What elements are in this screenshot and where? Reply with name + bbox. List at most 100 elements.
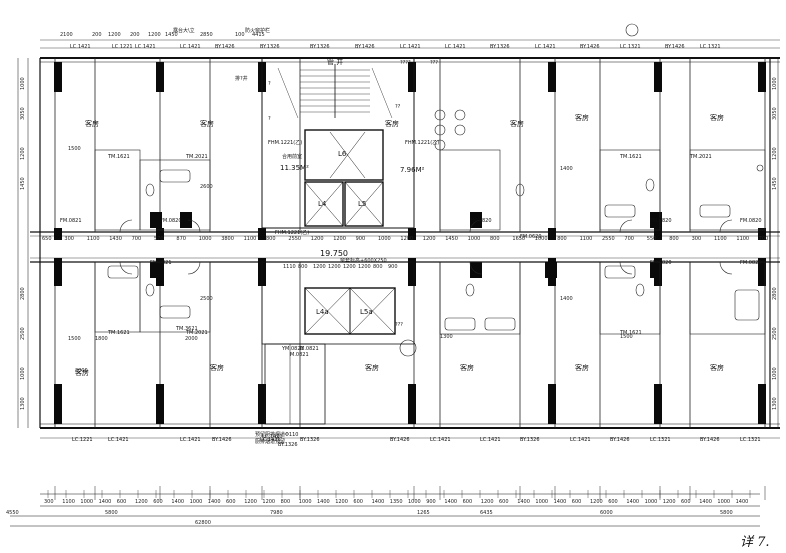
corridor-dimension: 1100 xyxy=(244,236,257,242)
elevator-l5a-label: L5a xyxy=(360,308,373,316)
room-label-guest: 客房 xyxy=(510,119,524,128)
bottom-dimension: 1400 xyxy=(699,499,712,505)
corridor-dimension: 2550 xyxy=(602,236,615,242)
corridor-dimension: 300 xyxy=(692,236,702,242)
top-dimension: 2100 xyxy=(60,32,73,38)
window-tag-top: LC.1421 xyxy=(135,44,156,50)
bottom-dimension: 600 xyxy=(463,499,473,505)
room-label-guest: 客房 xyxy=(365,363,379,372)
vertical-dimension-right: 2500 xyxy=(772,327,778,340)
vertical-dimension-right: 1450 xyxy=(772,177,778,190)
corridor-dimension: 2550 xyxy=(288,236,301,242)
fire-door-tag: FHM.1221(乙) xyxy=(268,139,302,146)
corridor-dimension: 800 xyxy=(557,236,567,242)
unclear-mark: ? xyxy=(268,116,271,122)
interior-dimension: 1500 xyxy=(620,334,633,340)
window-tag-top: BY.1426 xyxy=(355,44,375,50)
interior-dimension: 2500 xyxy=(200,296,213,302)
corridor-dimension: 1000 xyxy=(378,236,391,242)
bottom-dimension: 600 xyxy=(117,499,127,505)
bottom-dimension: 1400 xyxy=(208,499,221,505)
bottom-dimension: 600 xyxy=(681,499,691,505)
door-tag: FM.0820 xyxy=(740,218,762,224)
bottom-dimension: 600 xyxy=(608,499,618,505)
elevator-l6-label: L6 xyxy=(338,150,347,158)
bottom-dimension: 1200 xyxy=(262,499,275,505)
room-label-guest: 客房 xyxy=(75,368,89,377)
window-tag-bottom: BY.1326 xyxy=(300,437,320,443)
corridor-dimension: 700 xyxy=(624,236,634,242)
core-dimension: 1200 xyxy=(328,264,341,270)
core-dimension: 1110 xyxy=(283,264,296,270)
bottom-dimension: 900 xyxy=(426,499,436,505)
lobby-label: 合用前室 xyxy=(282,153,302,160)
column xyxy=(470,262,482,278)
corridor-dimension: 570 xyxy=(154,236,164,242)
vertical-dimension-right: 1000 xyxy=(772,77,778,90)
column xyxy=(150,212,162,228)
elevator-l4a-label: L4a xyxy=(316,308,329,316)
corridor-dimension: 550 xyxy=(647,236,657,242)
door-tag: FM.0821 xyxy=(60,218,82,224)
corridor-dimension: 1000 xyxy=(468,236,481,242)
corridor-dimension: 1200 xyxy=(423,236,436,242)
bottom-dimension: 1000 xyxy=(80,499,93,505)
column xyxy=(548,62,556,92)
window-tag-bottom: BY.1426 xyxy=(700,437,720,443)
corridor-dimension: 870 xyxy=(176,236,186,242)
column xyxy=(548,228,556,240)
window-tag-top: LC.1421 xyxy=(70,44,91,50)
room-label-guest: 客房 xyxy=(575,363,589,372)
top-dimension: 4415 xyxy=(252,32,265,38)
bottom-dimension: 300 xyxy=(44,499,54,505)
window-tag-top: BY.1426 xyxy=(215,44,235,50)
corridor-dimension: 1200 xyxy=(311,236,324,242)
room-label-guest: 客房 xyxy=(200,119,214,128)
corridor-dimension: 800 xyxy=(669,236,679,242)
column xyxy=(758,258,766,286)
window-tag-bottom: LC.1321 xyxy=(650,437,671,443)
bottom-dimension: 1400 xyxy=(372,499,385,505)
window-tag-bottom: BY.1426 xyxy=(390,437,410,443)
vertical-dimension-right: 1000 xyxy=(772,367,778,380)
interior-dimension: 1800 xyxy=(95,336,108,342)
unclear-mark: ? xyxy=(268,81,271,87)
top-dimension: 1450 xyxy=(165,32,178,38)
window-tag-bottom: BY.1326 xyxy=(520,437,540,443)
corridor-dimension: 3800 xyxy=(221,236,234,242)
window-door-tag: TM.2021 xyxy=(689,154,712,160)
top-dimension: 200 xyxy=(130,32,140,38)
column xyxy=(156,62,164,92)
column xyxy=(408,384,416,424)
bottom-dimension: 800 xyxy=(281,499,291,505)
corridor-dimension: 1100 xyxy=(580,236,593,242)
interior-dimension: 1300 xyxy=(440,334,453,340)
unclear-mark: ?? xyxy=(395,104,401,110)
bottom-dimension: 1000 xyxy=(299,499,312,505)
window-tag-top: BY.1426 xyxy=(580,44,600,50)
corridor-dimension: 1200 xyxy=(400,236,413,242)
door-tag: FM.0820 xyxy=(740,260,762,266)
unclear-mark: ???? xyxy=(400,60,411,66)
vertical-dimension-left: 1000 xyxy=(20,367,26,380)
structural-columns xyxy=(54,62,766,424)
bottom-dimension: 1200 xyxy=(590,499,603,505)
bay-dimension: 5800 xyxy=(105,510,118,516)
building-core xyxy=(261,57,417,425)
window-tag-bottom: LC.1421 xyxy=(260,437,281,443)
window-tag-top: LC.1421 xyxy=(400,44,421,50)
core-dimension: 1200 xyxy=(313,264,326,270)
window-tag-bottom: LC.1421 xyxy=(108,437,129,443)
column xyxy=(54,384,62,424)
column xyxy=(548,384,556,424)
bottom-dimension: 600 xyxy=(499,499,509,505)
bottom-dimension: 1000 xyxy=(408,499,421,505)
interior-dimension: 2000 xyxy=(185,336,198,342)
corridor-dimension: 800 xyxy=(266,236,276,242)
bottom-dimension: 600 xyxy=(153,499,163,505)
top-dimension: 2850 xyxy=(200,32,213,38)
window-tag-bottom: LC.1421 xyxy=(430,437,451,443)
column xyxy=(408,258,416,286)
misc-code: YM.0821 xyxy=(281,346,304,352)
vertical-dimension-left: 1200 xyxy=(20,147,26,160)
